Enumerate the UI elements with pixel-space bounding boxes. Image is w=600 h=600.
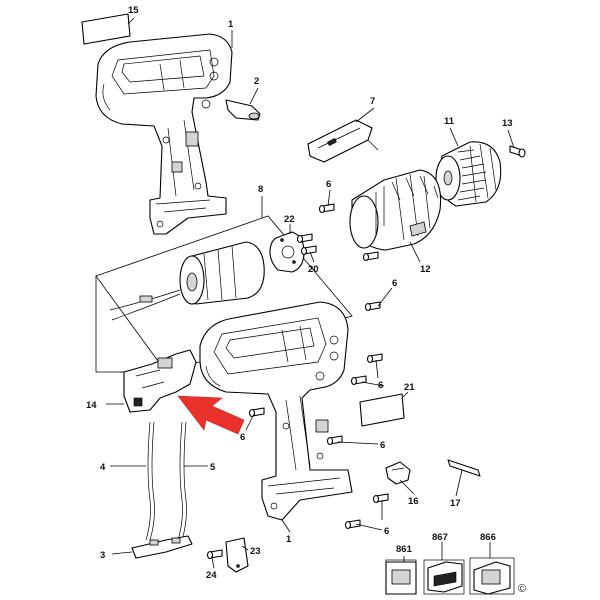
pointer-arrow bbox=[177, 395, 245, 435]
callout-1-upper: 1 bbox=[228, 19, 234, 30]
callout-21: 21 bbox=[404, 382, 415, 393]
part-15-label-card bbox=[81, 13, 131, 45]
part-17-bit bbox=[447, 459, 481, 477]
part-2-clip bbox=[225, 99, 261, 121]
callout-17: 17 bbox=[450, 498, 461, 509]
callout-6-c: 6 bbox=[378, 380, 383, 391]
part-867-battery bbox=[423, 559, 465, 595]
part-6-screw-b bbox=[362, 251, 379, 262]
part-861-charger bbox=[385, 559, 417, 595]
callout-20: 20 bbox=[308, 264, 319, 275]
part-13-chuck-screw bbox=[509, 145, 526, 158]
callout-4: 4 bbox=[100, 462, 106, 473]
callout-23: 23 bbox=[250, 546, 261, 557]
part-12-gearbox bbox=[349, 169, 442, 251]
part-8-motor bbox=[109, 241, 265, 321]
callout-13: 13 bbox=[502, 118, 513, 129]
callout-8: 8 bbox=[258, 184, 263, 195]
callout-866: 866 bbox=[480, 532, 496, 543]
callout-22: 22 bbox=[284, 214, 295, 225]
callout-11: 11 bbox=[444, 116, 455, 127]
copyright-symbol: © bbox=[518, 583, 526, 595]
callout-861: 861 bbox=[396, 544, 413, 555]
part-6-screw-g bbox=[326, 435, 343, 446]
callout-6-b: 6 bbox=[392, 278, 397, 289]
part-14-switch bbox=[123, 349, 197, 413]
part-6-screw-c bbox=[364, 301, 381, 312]
callout-5: 5 bbox=[210, 462, 216, 473]
part-11-chuck bbox=[435, 141, 502, 207]
part-6-screw-i bbox=[344, 519, 361, 530]
part-1-housing-half-lower bbox=[199, 301, 353, 521]
part-23-battery-latch bbox=[225, 537, 249, 573]
callout-24: 24 bbox=[206, 570, 217, 581]
leader-lines bbox=[106, 17, 515, 569]
callout-6-d: 6 bbox=[240, 432, 245, 443]
part-22-motor-plate bbox=[269, 231, 305, 273]
callout-7: 7 bbox=[370, 96, 375, 107]
part-16-clip bbox=[385, 461, 411, 485]
part-6-screw-e bbox=[350, 375, 367, 386]
callout-6-a: 6 bbox=[326, 179, 331, 190]
callout-6-e: 6 bbox=[380, 440, 385, 451]
callout-867: 867 bbox=[432, 532, 448, 543]
callout-3: 3 bbox=[100, 550, 105, 561]
callout-2: 2 bbox=[254, 76, 259, 87]
callout-1-lower: 1 bbox=[286, 534, 292, 545]
part-3-terminal-block bbox=[131, 535, 193, 559]
part-6-screw-f bbox=[248, 407, 265, 418]
part-7-forward-reverse-slider bbox=[307, 119, 379, 163]
part-866-battery bbox=[469, 557, 515, 595]
part-21-label-card bbox=[359, 393, 405, 427]
callout-15: 15 bbox=[128, 5, 139, 16]
callout-6-f: 6 bbox=[384, 526, 389, 537]
part-6-screw-h bbox=[372, 493, 389, 504]
part-6-screw-a bbox=[318, 203, 335, 214]
part-6-screw-d bbox=[366, 353, 383, 364]
part-20-motor-screws bbox=[296, 233, 317, 256]
part-24-screw bbox=[206, 549, 223, 560]
callout-12: 12 bbox=[420, 264, 431, 275]
part-5-wire bbox=[177, 421, 187, 541]
callout-14: 14 bbox=[86, 400, 97, 411]
part-4-wire bbox=[145, 421, 155, 541]
callout-labels: 15 1 2 7 11 13 6 8 22 20 12 6 6 21 14 6 … bbox=[86, 5, 526, 595]
callout-16: 16 bbox=[408, 496, 419, 507]
part-1-housing-half-upper bbox=[95, 33, 233, 235]
